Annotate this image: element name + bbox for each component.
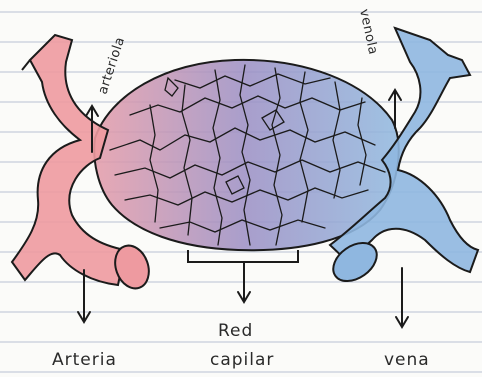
vena-label: vena: [384, 350, 430, 370]
arteriola-label: arteriola: [96, 35, 129, 96]
red-capilar-label-line2: capilar: [210, 350, 274, 370]
arteria-label: Arteria: [52, 350, 117, 370]
red-capilar-label-line1: Red: [218, 321, 253, 341]
venola-label: venola: [356, 8, 380, 57]
down-arrow-icon: [396, 268, 408, 327]
